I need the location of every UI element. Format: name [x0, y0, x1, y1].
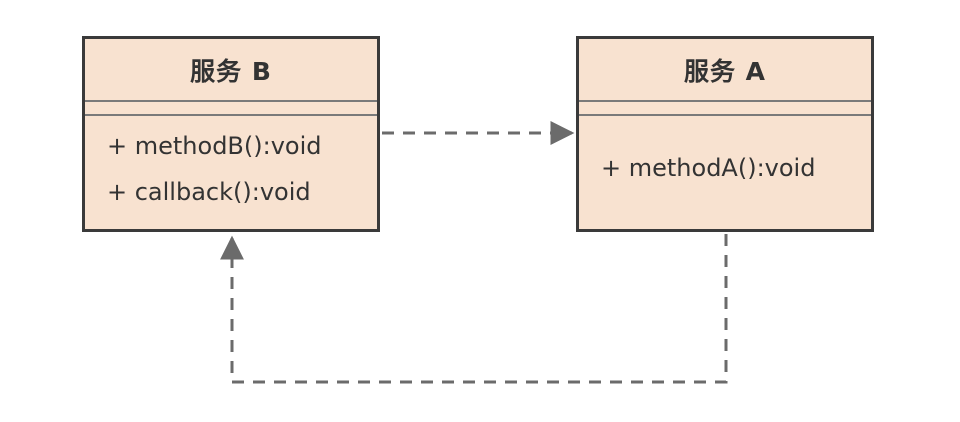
class-attributes-compartment — [85, 100, 377, 116]
class-attributes-compartment — [579, 100, 871, 116]
method-methodb: + methodB():void — [107, 132, 322, 160]
class-service-a[interactable]: 服务 A + methodA():void — [576, 36, 874, 232]
class-methods-compartment: + methodA():void — [579, 116, 871, 229]
method-callback: + callback():void — [107, 178, 311, 206]
class-service-b[interactable]: 服务 B + methodB():void + callback():void — [82, 36, 380, 232]
method-methoda: + methodA():void — [601, 154, 816, 182]
class-methods-compartment: + methodB():void + callback():void — [85, 116, 377, 229]
class-name: 服务 A — [683, 56, 767, 86]
class-name: 服务 B — [190, 56, 272, 86]
dependency-a-to-b — [220, 234, 728, 384]
